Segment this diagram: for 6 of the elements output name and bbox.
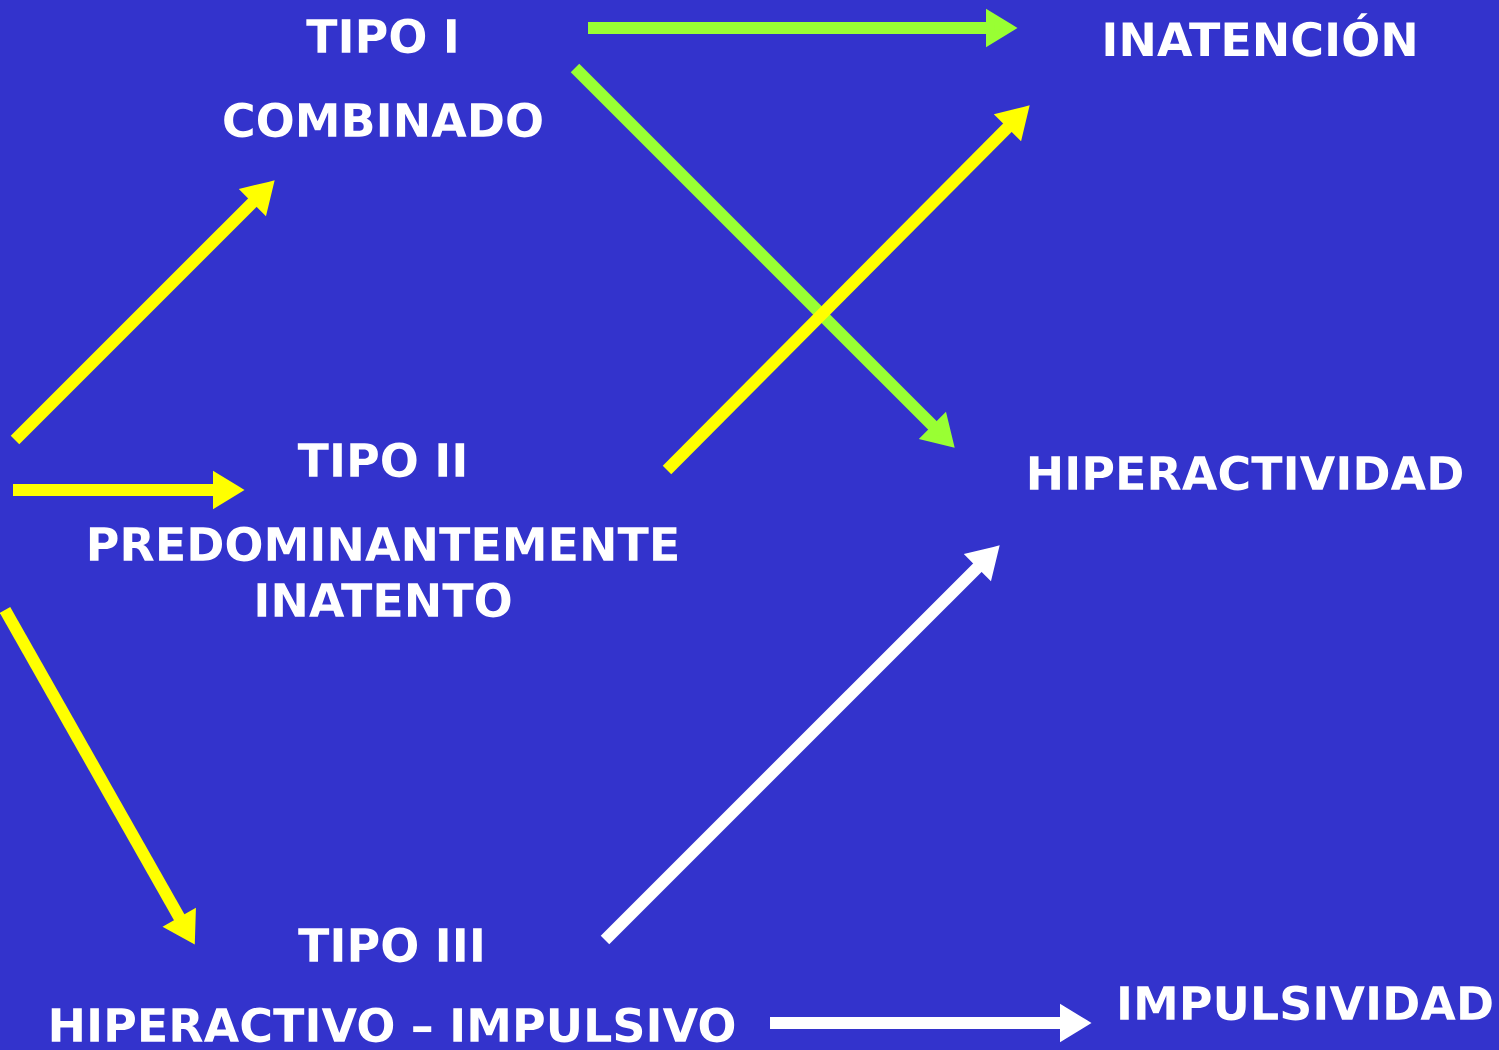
category-label: TIPO II PREDOMINANTEMENTE INATENTO xyxy=(89,442,677,618)
category-label: INATENCIÓN xyxy=(1105,13,1415,57)
category-label: IMPULSIVIDAD xyxy=(1120,985,1492,1021)
category-label: TIPO III HIPERACTIVO – IMPULSIVO xyxy=(51,927,735,1043)
category-label: TIPO I COMBINADO xyxy=(224,18,542,138)
category-label: HIPERACTIVIDAD xyxy=(1029,455,1462,491)
